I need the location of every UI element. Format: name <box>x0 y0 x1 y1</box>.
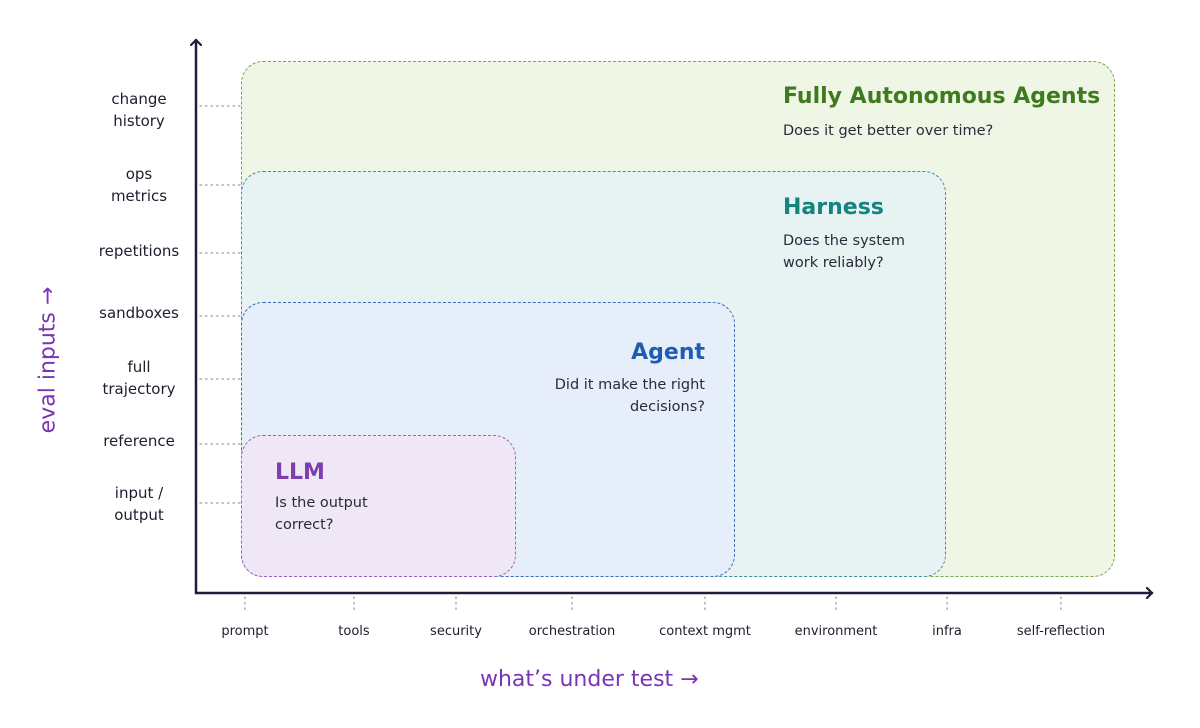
y-tick-label-line: sandboxes <box>99 304 179 322</box>
y-tick-label-line: change <box>111 90 167 108</box>
y-tick-label-line: reference <box>103 432 175 450</box>
y-tick-label: change history <box>59 88 219 132</box>
llm-region <box>241 435 516 577</box>
y-tick-label: reference <box>59 430 219 452</box>
y-tick-label-line: ops <box>125 165 153 183</box>
y-tick-label: input / output <box>59 482 219 526</box>
y-tick-label-line: output <box>114 506 164 524</box>
x-tick-label: orchestration <box>528 624 616 639</box>
agent-title: Agent <box>631 340 705 365</box>
fully-autonomous-agents-title: Fully Autonomous Agents <box>783 84 1101 109</box>
llm-question: Is the output correct? <box>275 495 368 533</box>
x-tick-label: environment <box>794 624 878 639</box>
x-tick-label: self-reflection <box>1016 624 1106 639</box>
y-tick-label-line: input / <box>114 484 164 502</box>
fully-autonomous-agents-question: Does it get better over time? <box>783 123 994 139</box>
x-tick-label: tools <box>338 624 370 639</box>
x-axis-title: what’s under test → <box>480 667 699 692</box>
llm-title: LLM <box>275 460 325 485</box>
agent-question: Did it make the right decisions? <box>554 377 705 415</box>
x-tick-label: prompt <box>221 624 269 639</box>
x-tick-label: security <box>430 624 482 639</box>
y-tick-label: sandboxes <box>59 302 219 324</box>
y-tick-label-line: full <box>127 358 151 376</box>
y-tick-label: full trajectory <box>59 356 219 400</box>
y-tick-label: ops metrics <box>59 163 219 207</box>
harness-title: Harness <box>783 195 884 220</box>
y-tick-label-line: history <box>113 112 165 130</box>
y-axis-title: eval inputs → <box>35 286 61 434</box>
y-tick-label-line: repetitions <box>98 242 180 260</box>
harness-question: Does the system work reliably? <box>783 233 905 271</box>
x-tick-label: infra <box>932 624 962 639</box>
y-tick-label: repetitions <box>59 240 219 262</box>
y-tick-label-line: metrics <box>110 187 168 205</box>
y-tick-label-line: trajectory <box>102 380 176 398</box>
x-tick-label: context mgmt <box>659 624 751 639</box>
